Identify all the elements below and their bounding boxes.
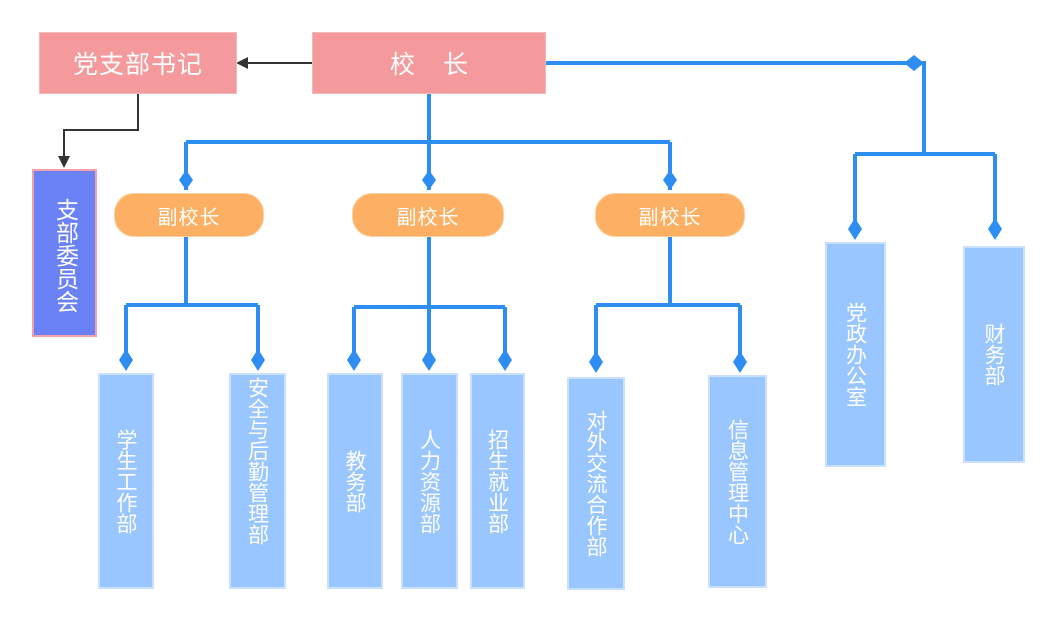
international-cooperation-label: 对外交流合作部 bbox=[584, 410, 609, 557]
branch-committee-label: 支部委员会 bbox=[51, 197, 78, 313]
secretary-to-committee-arrow bbox=[58, 94, 139, 168]
info-center-top-diamond bbox=[733, 351, 747, 373]
admissions-employment-label: 招生就业部 bbox=[485, 428, 510, 534]
information-center-label: 信息管理中心 bbox=[725, 418, 750, 545]
vice-principal-label-2: 副校长 bbox=[396, 204, 460, 229]
vice2-top-diamond bbox=[422, 170, 436, 190]
finance-node: 财务部 bbox=[963, 246, 1025, 463]
admissions-top-diamond bbox=[498, 349, 512, 371]
vice1-top-diamond bbox=[179, 170, 193, 190]
party-secretary-node: 党支部书记 bbox=[39, 32, 237, 94]
information-center-node: 信息管理中心 bbox=[708, 375, 767, 588]
admissions-employment-node: 招生就业部 bbox=[470, 373, 525, 589]
vice-principal-label-1: 副校长 bbox=[157, 204, 221, 229]
finance-top-diamond bbox=[988, 218, 1002, 240]
safety-logistics-top-diamond bbox=[251, 349, 265, 371]
vice-principal-node-2: 副校长 bbox=[352, 193, 504, 237]
human-resources-node: 人力资源部 bbox=[401, 373, 458, 589]
student-affairs-label: 学生工作部 bbox=[114, 428, 139, 534]
party-admin-office-label: 党政办公室 bbox=[843, 302, 868, 407]
principal-right-diamond bbox=[904, 55, 924, 71]
international-cooperation-node: 对外交流合作部 bbox=[567, 377, 625, 590]
academic-affairs-node: 教务部 bbox=[327, 373, 383, 589]
vice-principal-label-3: 副校长 bbox=[638, 204, 702, 229]
branch-committee-node: 支部委员会 bbox=[32, 169, 97, 337]
human-resources-label: 人力资源部 bbox=[417, 428, 442, 534]
party-office-top-diamond bbox=[848, 218, 862, 240]
party-secretary-label: 党支部书记 bbox=[72, 50, 203, 79]
finance-label: 财务部 bbox=[982, 323, 1007, 386]
safety-logistics-node: 安全与后勤管理部 bbox=[229, 373, 286, 589]
principal-label: 校 长 bbox=[390, 50, 478, 79]
human-resources-top-diamond bbox=[422, 349, 436, 371]
student-affairs-top-diamond bbox=[119, 349, 133, 371]
student-affairs-node: 学生工作部 bbox=[98, 373, 154, 589]
vice3-top-diamond bbox=[663, 170, 677, 190]
academic-affairs-label: 教务部 bbox=[343, 449, 368, 513]
international-top-diamond bbox=[589, 351, 603, 373]
academic-affairs-top-diamond bbox=[347, 349, 361, 371]
safety-logistics-label: 安全与后勤管理部 bbox=[245, 377, 270, 545]
vice-principal-node-3: 副校长 bbox=[595, 193, 745, 237]
party-admin-office-node: 党政办公室 bbox=[825, 242, 886, 467]
vice-principal-node-1: 副校长 bbox=[114, 193, 264, 237]
principal-node: 校 长 bbox=[312, 32, 546, 94]
